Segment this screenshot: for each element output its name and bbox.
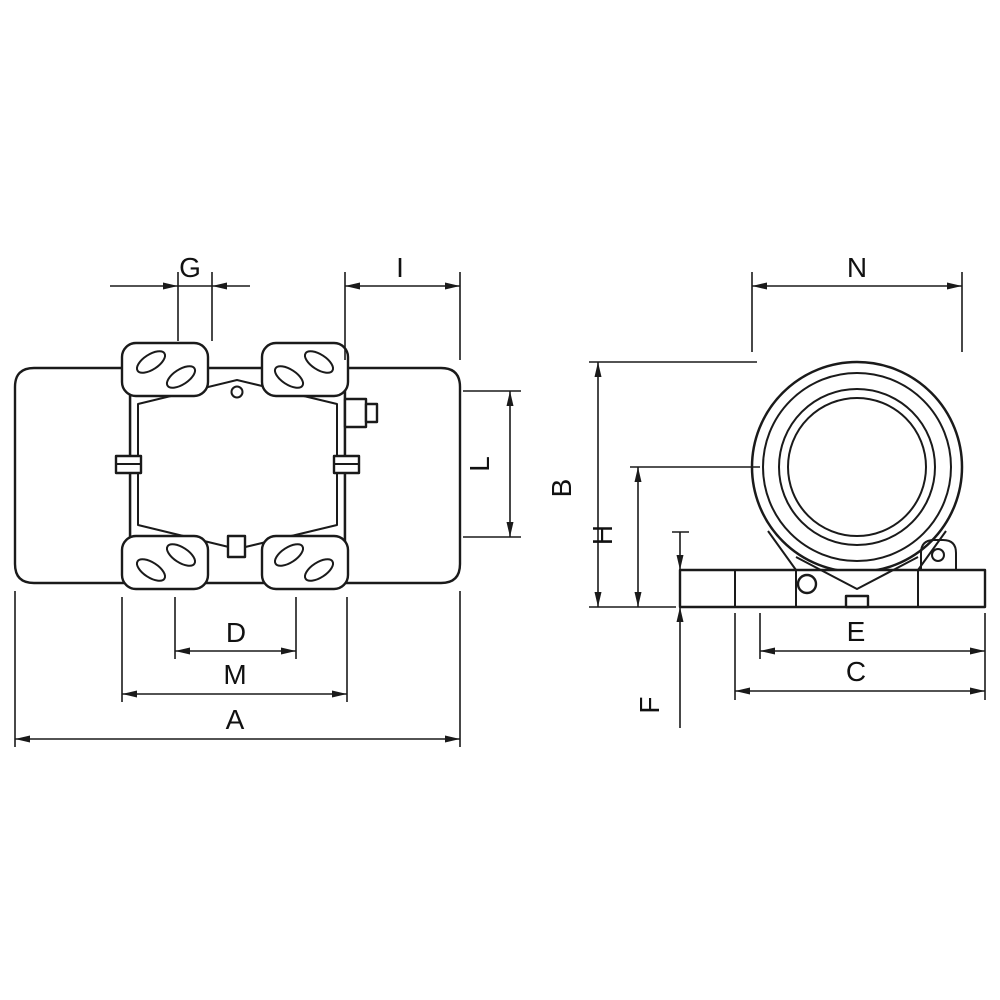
dim-label-a: A	[226, 704, 245, 735]
lifting-lug	[920, 539, 957, 570]
dimension-a: A	[14, 591, 461, 747]
dimension-g: G	[110, 252, 250, 341]
base-slot	[844, 594, 870, 609]
dim-label-f: F	[634, 696, 665, 713]
side-clip-left	[114, 454, 143, 475]
dim-label-d: D	[226, 617, 246, 648]
dimension-h: H	[587, 466, 760, 607]
mounting-feet	[120, 341, 350, 591]
clamp-bolt	[796, 573, 818, 595]
side-clip-right	[332, 454, 361, 475]
dim-label-b: B	[546, 479, 577, 498]
dimension-m: M	[121, 597, 348, 702]
cover-plate	[137, 379, 338, 550]
casing-edge-left	[767, 530, 797, 571]
dimension-l: L	[463, 390, 521, 538]
dim-label-n: N	[847, 252, 867, 283]
end-view: N B H F E	[546, 252, 987, 728]
dim-label-i: I	[396, 252, 404, 283]
casing-bottom-edge	[795, 556, 919, 590]
dimension-c: C	[734, 613, 985, 700]
cover-tab	[226, 534, 247, 559]
dimension-e: E	[759, 613, 986, 700]
dim-label-c: C	[846, 656, 866, 687]
dim-label-h: H	[587, 525, 618, 545]
dimension-i: I	[344, 252, 461, 360]
dimension-d: D	[174, 597, 297, 659]
side-view: G I L D M	[13, 252, 521, 747]
casing-edge-right	[917, 530, 947, 571]
dim-label-e: E	[847, 616, 866, 647]
cover-bolt	[230, 385, 244, 399]
cable-gland	[343, 397, 379, 429]
mounting-base	[678, 568, 987, 609]
dim-label-g: G	[179, 252, 201, 283]
dimension-b: B	[546, 361, 757, 608]
dim-label-m: M	[223, 659, 246, 690]
dimension-f: F	[634, 531, 689, 728]
dimension-n: N	[751, 252, 963, 352]
dim-label-l: L	[464, 456, 495, 472]
left-end-cap	[13, 366, 132, 585]
